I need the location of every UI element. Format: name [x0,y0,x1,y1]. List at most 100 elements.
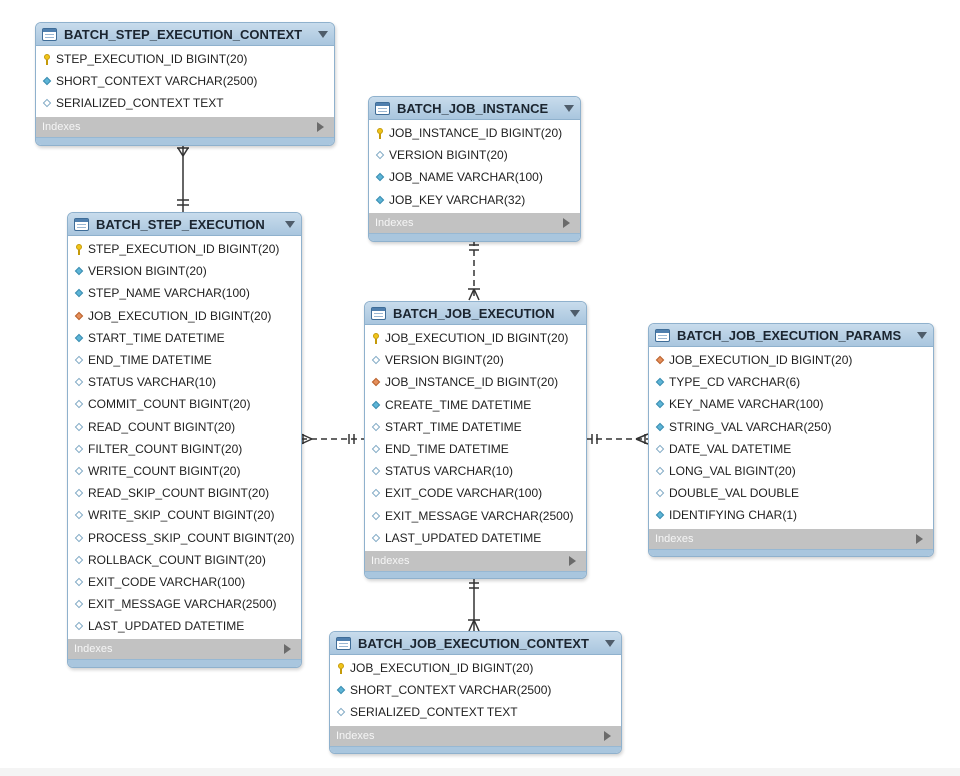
column-row[interactable]: KEY_NAME VARCHAR(100) [649,393,933,415]
column-row[interactable]: JOB_INSTANCE_ID BIGINT(20) [369,122,580,144]
column-row[interactable]: WRITE_SKIP_COUNT BIGINT(20) [68,504,301,526]
column-label: VERSION BIGINT(20) [385,353,504,368]
column-row[interactable]: VERSION BIGINT(20) [369,144,580,166]
expand-arrow-icon[interactable] [317,121,324,132]
column-label: JOB_EXECUTION_ID BIGINT(20) [88,308,272,323]
expand-arrow-icon[interactable] [563,217,570,228]
entity-header[interactable]: BATCH_JOB_EXECUTION_PARAMS [649,324,933,347]
nullable-column-icon [74,466,83,475]
column-label: WRITE_COUNT BIGINT(20) [88,463,241,478]
column-row[interactable]: PROCESS_SKIP_COUNT BIGINT(20) [68,526,301,548]
column-row[interactable]: DATE_VAL DATETIME [649,438,933,460]
column-row[interactable]: EXIT_MESSAGE VARCHAR(2500) [68,593,301,615]
indexes-label: Indexes [74,643,113,656]
collapse-arrow-icon[interactable] [318,30,328,38]
column-row[interactable]: STEP_EXECUTION_ID BIGINT(20) [36,48,334,70]
table-icon [655,328,670,342]
nullable-column-icon [74,555,83,564]
column-row[interactable]: DOUBLE_VAL DOUBLE [649,482,933,504]
column-row[interactable]: COMMIT_COUNT BIGINT(20) [68,393,301,415]
entity-header[interactable]: BATCH_JOB_INSTANCE [369,97,580,120]
entity-header[interactable]: BATCH_JOB_EXECUTION_CONTEXT [330,632,621,655]
column-row[interactable]: WRITE_COUNT BIGINT(20) [68,460,301,482]
indexes-section[interactable]: Indexes [369,212,580,233]
collapse-arrow-icon[interactable] [605,639,615,647]
not-null-column-icon [74,289,83,298]
not-null-column-icon [371,400,380,409]
column-label: SERIALIZED_CONTEXT TEXT [56,96,224,111]
collapse-arrow-icon[interactable] [570,309,580,317]
column-row[interactable]: SERIALIZED_CONTEXT TEXT [36,92,334,114]
column-row[interactable]: EXIT_CODE VARCHAR(100) [68,571,301,593]
column-row[interactable]: TYPE_CD VARCHAR(6) [649,371,933,393]
column-row[interactable]: JOB_EXECUTION_ID BIGINT(20) [649,349,933,371]
entity-batch-job-execution-context[interactable]: BATCH_JOB_EXECUTION_CONTEXT JOB_EXECUTIO… [329,631,622,754]
column-row[interactable]: SHORT_CONTEXT VARCHAR(2500) [330,679,621,701]
column-row[interactable]: JOB_NAME VARCHAR(100) [369,166,580,188]
column-row[interactable]: JOB_EXECUTION_ID BIGINT(20) [330,657,621,679]
indexes-label: Indexes [655,532,694,545]
column-label: DATE_VAL DATETIME [669,441,792,456]
column-row[interactable]: FILTER_COUNT BIGINT(20) [68,438,301,460]
column-label: FILTER_COUNT BIGINT(20) [88,441,243,456]
entity-footer [369,232,580,241]
entity-batch-job-execution[interactable]: BATCH_JOB_EXECUTION JOB_EXECUTION_ID BIG… [364,301,587,579]
indexes-section[interactable]: Indexes [649,528,933,549]
column-row[interactable]: LONG_VAL BIGINT(20) [649,460,933,482]
column-row[interactable]: READ_SKIP_COUNT BIGINT(20) [68,482,301,504]
column-row[interactable]: ROLLBACK_COUNT BIGINT(20) [68,549,301,571]
column-row[interactable]: EXIT_MESSAGE VARCHAR(2500) [365,505,586,527]
entity-batch-step-execution-context[interactable]: BATCH_STEP_EXECUTION_CONTEXT STEP_EXECUT… [35,22,335,146]
entity-footer [649,548,933,556]
column-row[interactable]: JOB_KEY VARCHAR(32) [369,189,580,211]
column-row[interactable]: VERSION BIGINT(20) [365,349,586,371]
column-row[interactable]: JOB_EXECUTION_ID BIGINT(20) [68,305,301,327]
nullable-column-icon [375,151,384,160]
column-row[interactable]: LAST_UPDATED DATETIME [365,527,586,549]
collapse-arrow-icon[interactable] [917,331,927,339]
column-row[interactable]: IDENTIFYING CHAR(1) [649,504,933,526]
indexes-section[interactable]: Indexes [36,116,334,137]
collapse-arrow-icon[interactable] [285,220,295,228]
column-row[interactable]: STEP_NAME VARCHAR(100) [68,282,301,304]
expand-arrow-icon[interactable] [284,644,291,655]
expand-arrow-icon[interactable] [604,730,611,741]
collapse-arrow-icon[interactable] [564,104,574,112]
entity-batch-job-instance[interactable]: BATCH_JOB_INSTANCE JOB_INSTANCE_ID BIGIN… [368,96,581,242]
column-row[interactable]: LAST_UPDATED DATETIME [68,615,301,637]
column-row[interactable]: STATUS VARCHAR(10) [365,460,586,482]
column-row[interactable]: CREATE_TIME DATETIME [365,394,586,416]
indexes-section[interactable]: Indexes [68,639,301,660]
expand-arrow-icon[interactable] [916,533,923,544]
column-row[interactable]: SHORT_CONTEXT VARCHAR(2500) [36,70,334,92]
expand-arrow-icon[interactable] [569,555,576,566]
column-row[interactable]: JOB_EXECUTION_ID BIGINT(20) [365,327,586,349]
column-row[interactable]: VERSION BIGINT(20) [68,260,301,282]
entity-header[interactable]: BATCH_JOB_EXECUTION [365,302,586,325]
indexes-section[interactable]: Indexes [330,725,621,746]
column-row[interactable]: STRING_VAL VARCHAR(250) [649,416,933,438]
column-row[interactable]: END_TIME DATETIME [365,438,586,460]
column-row[interactable]: STATUS VARCHAR(10) [68,371,301,393]
column-row[interactable]: START_TIME DATETIME [365,416,586,438]
entity-header[interactable]: BATCH_STEP_EXECUTION [68,213,301,236]
entity-header[interactable]: BATCH_STEP_EXECUTION_CONTEXT [36,23,334,46]
entity-batch-job-execution-params[interactable]: BATCH_JOB_EXECUTION_PARAMS JOB_EXECUTION… [648,323,934,557]
indexes-label: Indexes [42,120,81,133]
not-null-column-icon [336,686,345,695]
column-label: COMMIT_COUNT BIGINT(20) [88,397,251,412]
column-row[interactable]: EXIT_CODE VARCHAR(100) [365,482,586,504]
column-row[interactable]: JOB_INSTANCE_ID BIGINT(20) [365,371,586,393]
column-row[interactable]: READ_COUNT BIGINT(20) [68,416,301,438]
entity-batch-step-execution[interactable]: BATCH_STEP_EXECUTION STEP_EXECUTION_ID B… [67,212,302,668]
column-row[interactable]: SERIALIZED_CONTEXT TEXT [330,701,621,723]
column-label: READ_SKIP_COUNT BIGINT(20) [88,486,270,501]
column-row[interactable]: END_TIME DATETIME [68,349,301,371]
column-label: END_TIME DATETIME [385,442,509,457]
indexes-section[interactable]: Indexes [365,550,586,571]
column-label: START_TIME DATETIME [88,330,225,345]
column-row[interactable]: STEP_EXECUTION_ID BIGINT(20) [68,238,301,260]
column-label: VERSION BIGINT(20) [88,264,207,279]
column-row[interactable]: START_TIME DATETIME [68,327,301,349]
column-label: DOUBLE_VAL DOUBLE [669,486,800,501]
